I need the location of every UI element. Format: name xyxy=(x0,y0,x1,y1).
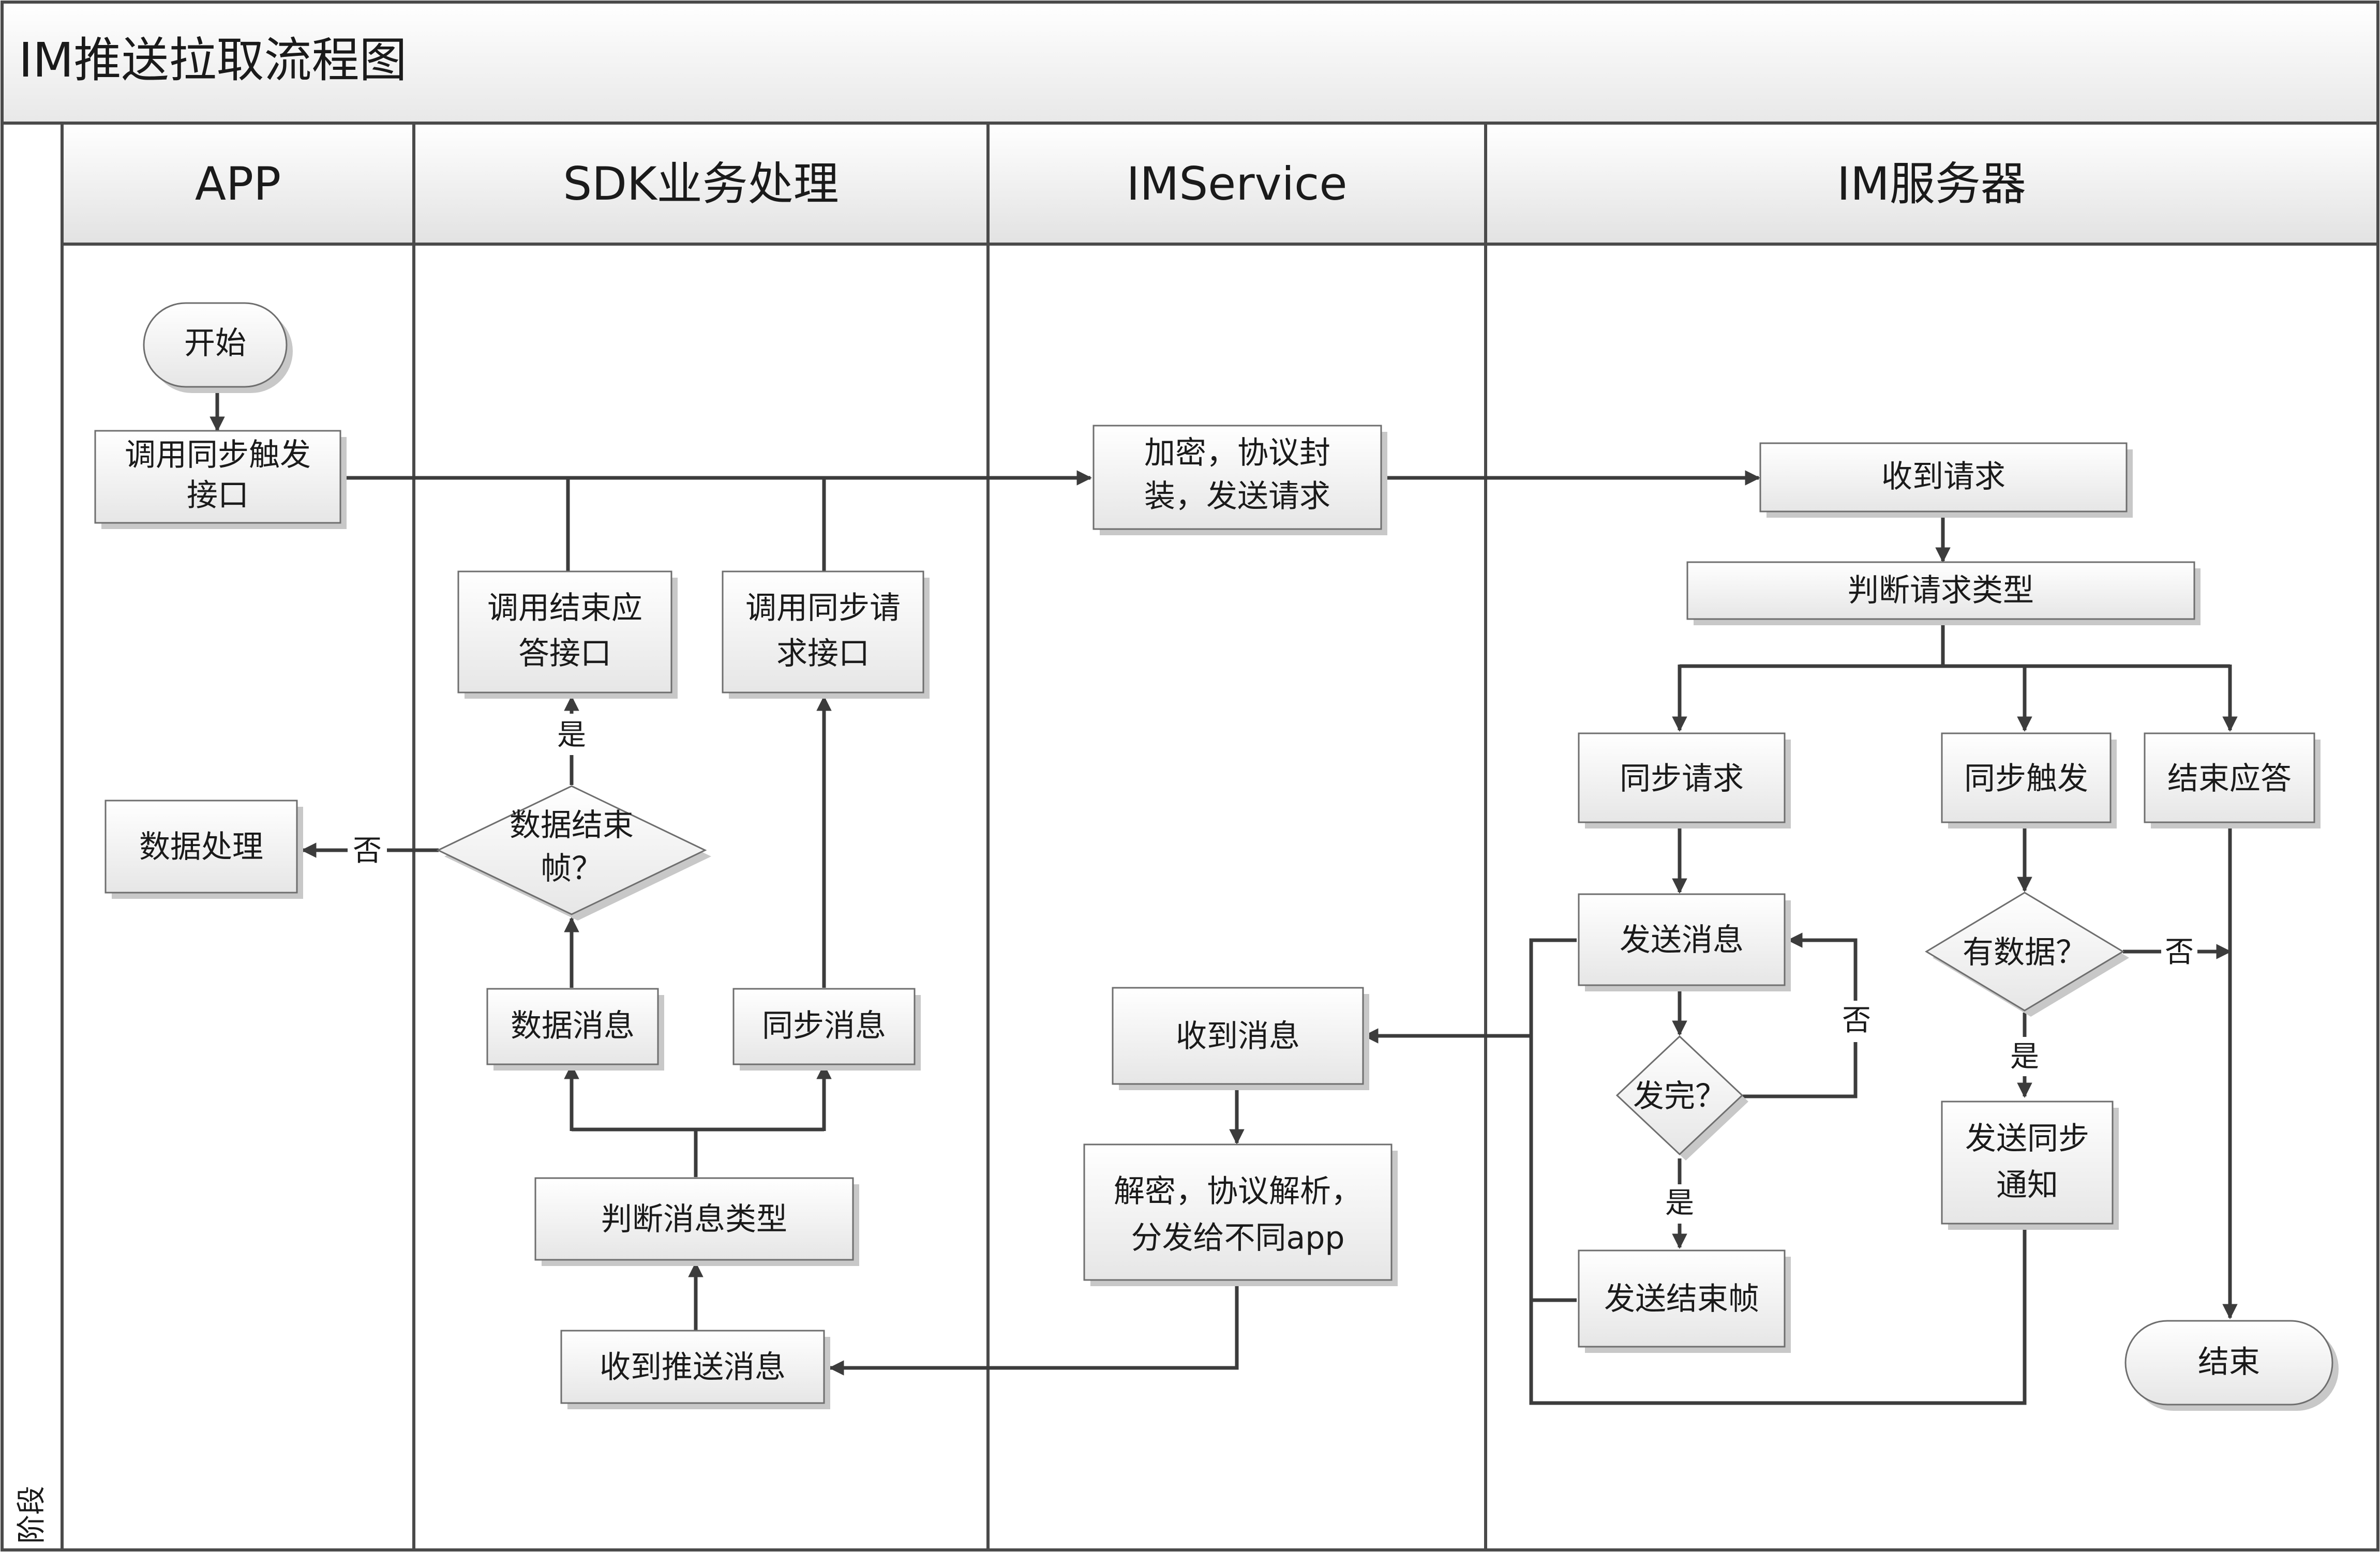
send-sync-notify-line2: 通知 xyxy=(1996,1167,2058,1203)
imservice-receive-message-label: 收到消息 xyxy=(1176,1018,1300,1054)
call-sync-trigger-box: 调用同步触发 接口 xyxy=(94,430,347,529)
lane-header-sdk: SDK业务处理 xyxy=(563,157,839,210)
send-message-label: 发送消息 xyxy=(1620,922,1744,958)
end-reply-label: 结束应答 xyxy=(2167,761,2292,797)
decrypt-dispatch-line1: 解密，协议解析， xyxy=(1114,1173,1362,1210)
label-no-endframe: 否 xyxy=(353,834,382,868)
has-data-decision: 有数据？ xyxy=(1925,892,2129,1017)
sent-done-label: 发完？ xyxy=(1633,1078,1726,1114)
receive-request-label: 收到请求 xyxy=(1881,459,2005,495)
lane-header-band xyxy=(61,122,2379,246)
sync-trigger-label: 同步触发 xyxy=(1964,761,2088,797)
call-end-reply-line1: 调用结束应 xyxy=(487,590,642,626)
data-processing-box: 数据处理 xyxy=(104,800,303,899)
call-end-reply-line2: 答接口 xyxy=(518,636,611,672)
sync-trigger-box: 同步触发 xyxy=(1941,732,2117,828)
sync-message-box: 同步消息 xyxy=(732,988,921,1071)
decrypt-dispatch-line2: 分发给不同app xyxy=(1131,1220,1345,1256)
data-processing-label: 数据处理 xyxy=(139,829,263,865)
label-no-sent-done: 否 xyxy=(1842,1004,1871,1037)
conn-server-collector xyxy=(1529,938,2027,1405)
send-end-frame-box: 发送结束帧 xyxy=(1578,1249,1791,1353)
receive-request-box: 收到请求 xyxy=(1759,442,2133,518)
is-data-end-frame-line1: 数据结束 xyxy=(510,807,634,843)
label-yes-has-data: 是 xyxy=(2010,1040,2039,1074)
judge-message-type-box: 判断消息类型 xyxy=(534,1177,859,1266)
judge-request-type-box: 判断请求类型 xyxy=(1686,561,2201,625)
is-data-end-frame-line2: 帧？ xyxy=(541,851,603,887)
decrypt-dispatch-box: 解密，协议解析， 分发给不同app xyxy=(1083,1143,1398,1286)
lane-header-app: APP xyxy=(195,157,281,210)
conn-judge-msg-split xyxy=(572,1127,824,1177)
send-end-frame-label: 发送结束帧 xyxy=(1604,1281,1759,1317)
conn-judge-branch xyxy=(1680,621,2230,668)
receive-push-label: 收到推送消息 xyxy=(600,1349,786,1385)
stage-label: 阶段 xyxy=(15,1486,49,1544)
sync-request-label: 同步请求 xyxy=(1620,761,1744,797)
label-yes-endframe: 是 xyxy=(557,718,586,752)
label-yes-sent-done: 是 xyxy=(1665,1186,1694,1220)
lane-header-im-server: IM服务器 xyxy=(1837,157,2026,210)
end-terminator: 结束 xyxy=(2124,1320,2339,1411)
judge-request-type-label: 判断请求类型 xyxy=(1848,572,2034,609)
page-title: IM推送拉取流程图 xyxy=(19,33,407,88)
label-no-has-data: 否 xyxy=(2165,936,2194,969)
send-sync-notify-box: 发送同步 通知 xyxy=(1941,1101,2119,1230)
end-label: 结束 xyxy=(2198,1344,2260,1380)
title-band xyxy=(1,1,2379,125)
encrypt-send-box: 加密，协议封 装，发送请求 xyxy=(1092,425,1387,535)
sent-done-decision: 发完？ xyxy=(1615,1035,1748,1161)
call-sync-request-box: 调用同步请 求接口 xyxy=(722,570,930,699)
conn-decrypt-to-push xyxy=(829,1283,1239,1376)
call-sync-trigger-line2: 接口 xyxy=(187,477,249,514)
send-sync-notify-line1: 发送同步 xyxy=(1965,1121,2089,1157)
start-terminator: 开始 xyxy=(143,302,293,393)
imservice-receive-message-box: 收到消息 xyxy=(1112,987,1369,1090)
sync-message-label: 同步消息 xyxy=(762,1008,886,1044)
send-message-box: 发送消息 xyxy=(1578,893,1791,991)
data-message-label: 数据消息 xyxy=(511,1008,635,1044)
call-sync-request-line1: 调用同步请 xyxy=(745,590,901,626)
is-data-end-frame-decision: 数据结束 帧？ xyxy=(436,785,711,921)
has-data-label: 有数据？ xyxy=(1963,935,2087,971)
receive-push-box: 收到推送消息 xyxy=(560,1330,830,1409)
call-end-reply-box: 调用结束应 答接口 xyxy=(457,570,678,699)
sync-request-box: 同步请求 xyxy=(1578,732,1791,828)
encrypt-send-line2: 装，发送请求 xyxy=(1144,478,1330,515)
judge-message-type-label: 判断消息类型 xyxy=(601,1201,787,1238)
start-label: 开始 xyxy=(184,325,246,361)
call-sync-request-line2: 求接口 xyxy=(776,636,870,672)
data-message-box: 数据消息 xyxy=(486,988,664,1071)
lane-header-imservice: IMService xyxy=(1126,157,1347,210)
encrypt-send-line1: 加密，协议封 xyxy=(1144,435,1330,471)
call-sync-trigger-line1: 调用同步触发 xyxy=(125,437,311,473)
end-reply-box: 结束应答 xyxy=(2144,732,2321,828)
